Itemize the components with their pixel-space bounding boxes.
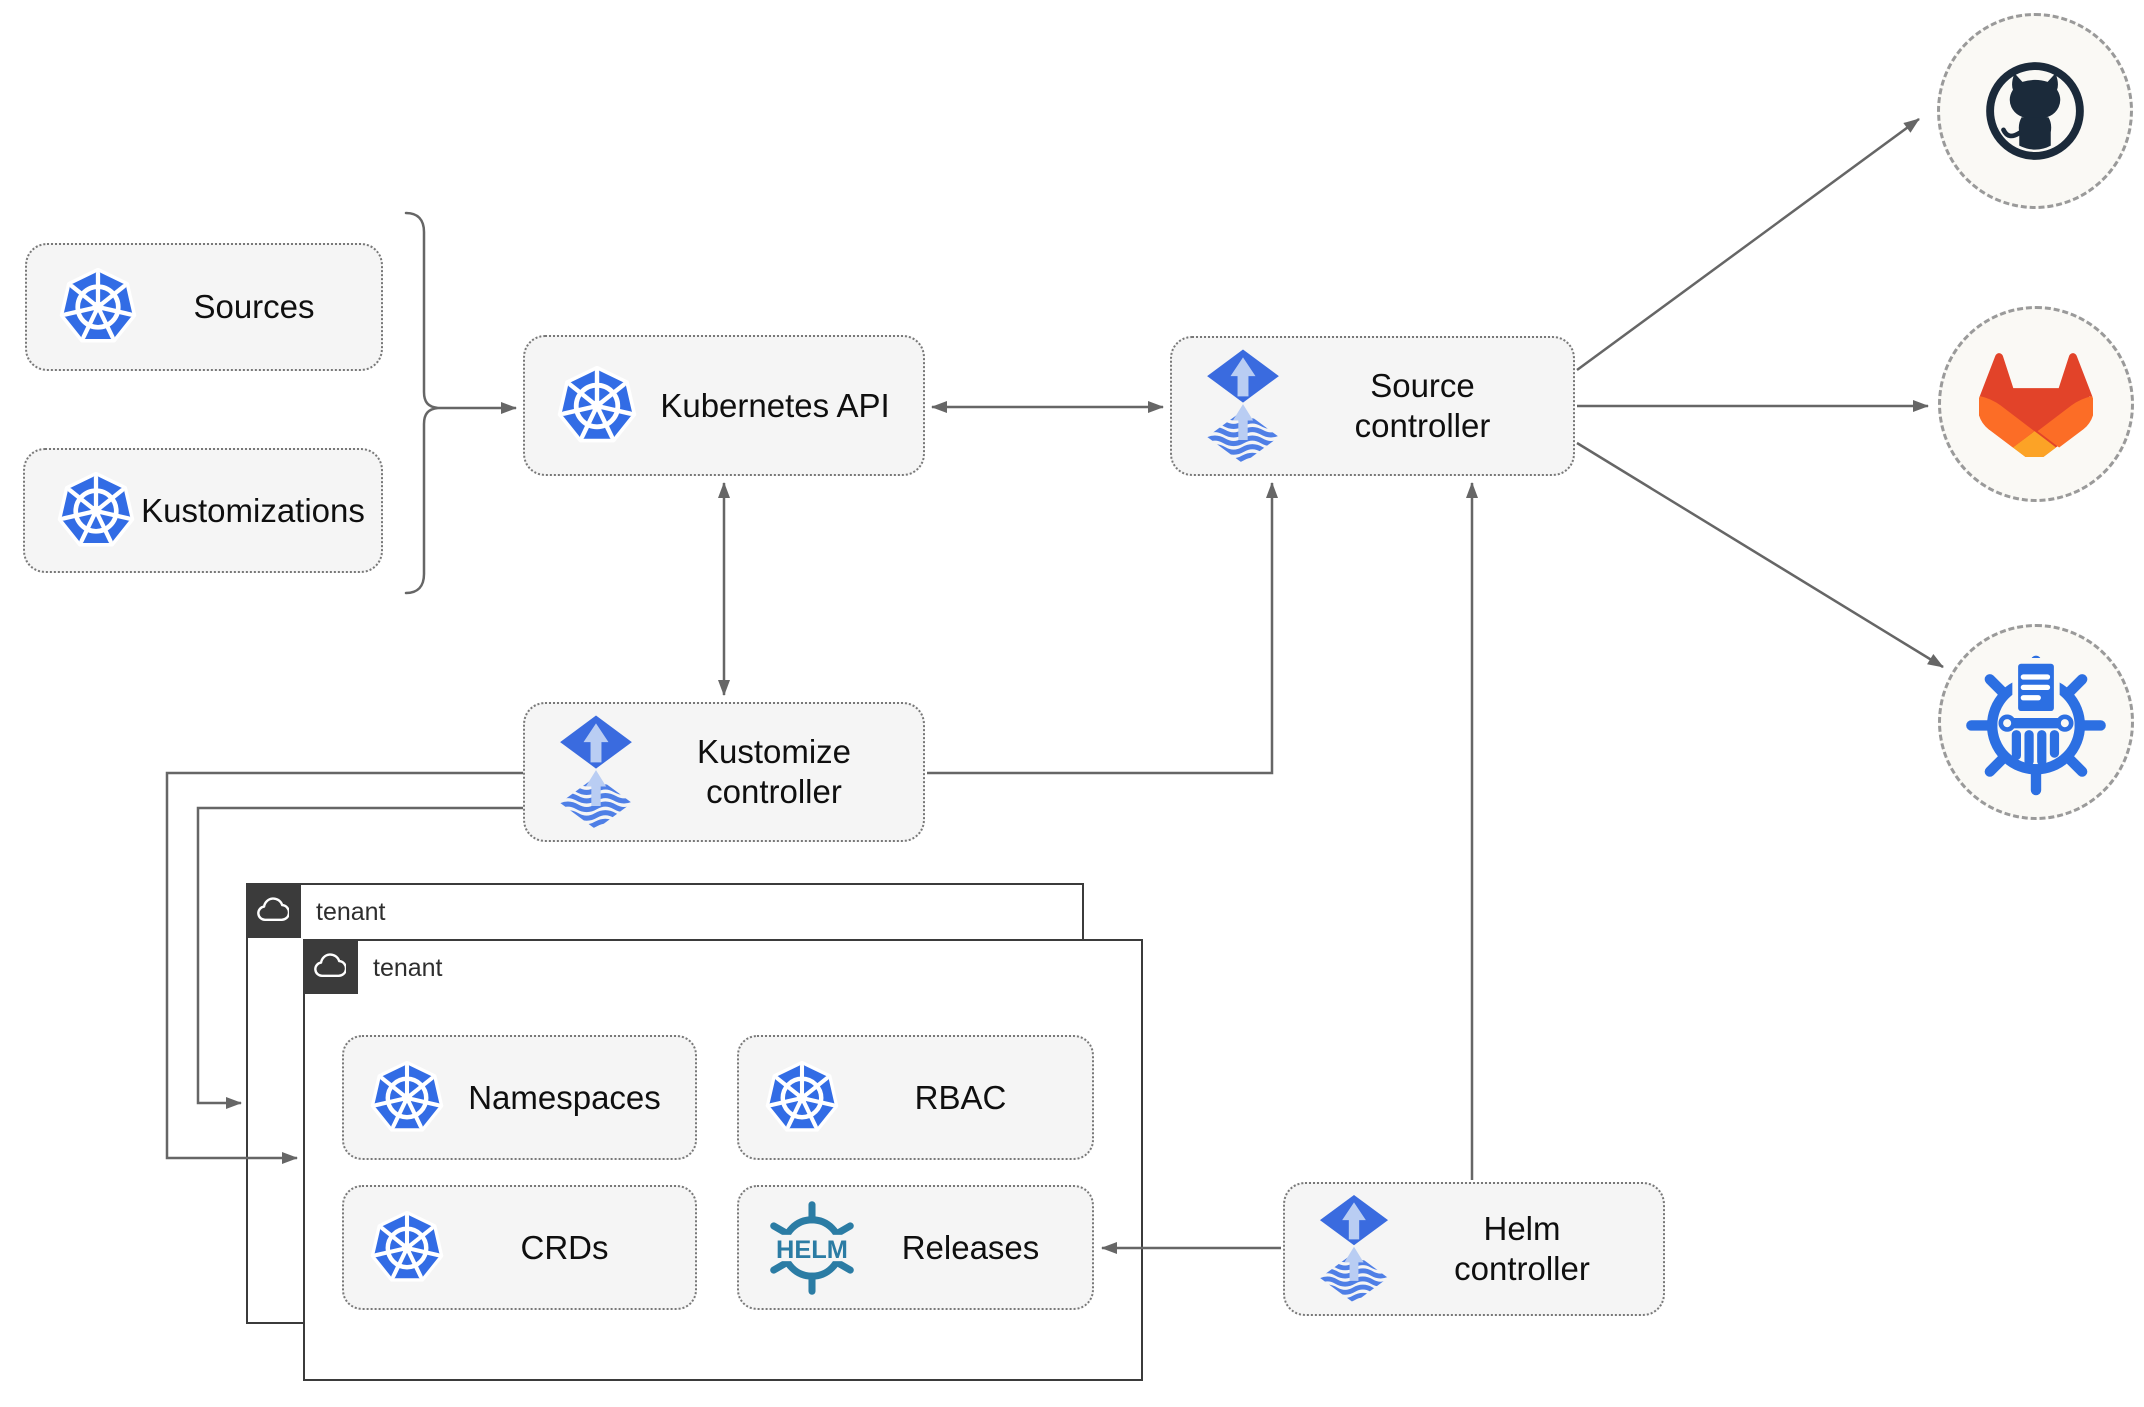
flux-icon <box>1317 1193 1391 1305</box>
source-controller-label: Source controller <box>1354 367 1491 444</box>
chartmuseum-icon <box>1966 655 2106 796</box>
kubernetes-icon <box>370 1061 444 1135</box>
gitlab-provider-circle <box>1938 306 2134 502</box>
node-crds: CRDs <box>342 1185 697 1310</box>
tenant-badge <box>302 938 358 994</box>
tenant-badge <box>245 882 301 938</box>
namespaces-label: Namespaces <box>468 1078 661 1116</box>
node-releases: HELM Releases <box>737 1185 1094 1310</box>
kubernetes-icon <box>370 1211 444 1285</box>
edge-kustomize-to-source-controller <box>927 482 1278 775</box>
kubernetes-icon <box>57 472 135 550</box>
helm-logo-text: HELM <box>776 1235 848 1263</box>
rbac-label: RBAC <box>914 1078 1007 1116</box>
node-source-controller: Source controller <box>1170 336 1575 476</box>
github-icon <box>1986 62 2084 160</box>
tenant-outer-label: tenant <box>316 898 386 926</box>
node-sources: Sources <box>25 243 383 371</box>
kubernetes-icon <box>59 268 137 346</box>
node-kustomize-controller: Kustomize controller <box>523 702 925 842</box>
chartmuseum-provider-circle <box>1938 624 2134 820</box>
helm-logo-icon: HELM <box>765 1200 859 1295</box>
flux-icon <box>1204 348 1282 465</box>
github-provider-circle <box>1937 13 2133 209</box>
edge-source-controller-to-chartmuseum <box>1576 441 1944 669</box>
kustomizations-label: Kustomizations <box>141 491 365 529</box>
kubernetes-icon <box>557 366 637 446</box>
node-kubernetes-api: Kubernetes API <box>523 335 925 476</box>
tenant-inner-label: tenant <box>373 954 443 982</box>
sources-label: Sources <box>193 288 315 326</box>
bracket-sources-group <box>404 211 439 595</box>
node-kustomizations: Kustomizations <box>23 448 383 573</box>
cloud-icon <box>257 896 289 921</box>
node-rbac: RBAC <box>737 1035 1094 1160</box>
cloud-icon <box>314 952 346 977</box>
node-namespaces: Namespaces <box>342 1035 697 1160</box>
kubernetes-icon <box>765 1061 839 1135</box>
flux-icon <box>557 714 635 831</box>
kubernetes-api-label: Kubernetes API <box>660 386 890 424</box>
tenant-group-inner: tenant Namespaces RBAC CRDs <box>302 938 1143 1381</box>
node-helm-controller: Helm controller <box>1283 1182 1665 1316</box>
crds-label: CRDs <box>520 1228 609 1266</box>
helm-controller-label: Helm controller <box>1454 1210 1590 1287</box>
gitlab-icon <box>1979 352 2093 457</box>
releases-label: Releases <box>901 1228 1040 1266</box>
edge-source-controller-to-github <box>1576 117 1920 372</box>
kustomize-controller-label: Kustomize controller <box>696 733 852 810</box>
